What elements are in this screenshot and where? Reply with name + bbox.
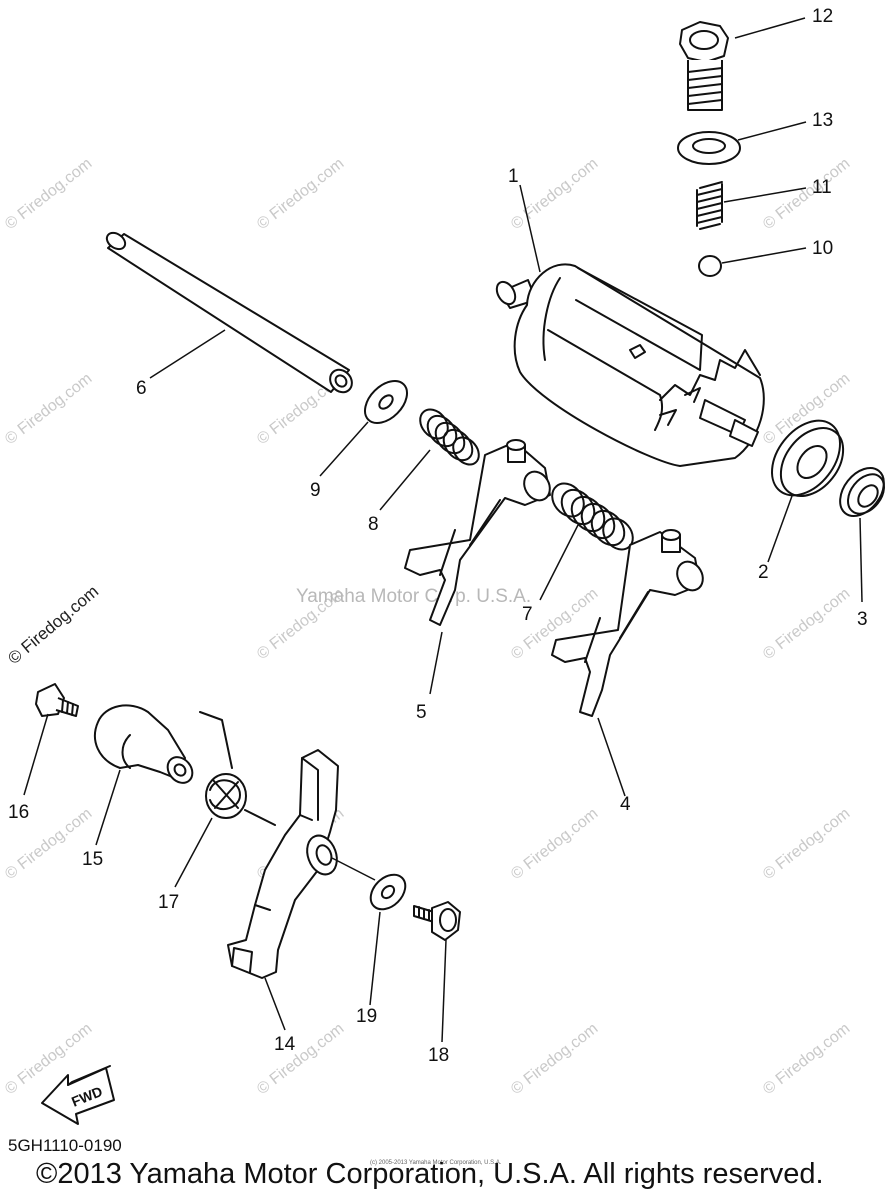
part-19-washer xyxy=(369,873,407,911)
part-12-bolt xyxy=(679,21,729,111)
part-labels: 1 2 3 4 5 6 7 8 9 10 11 12 13 14 15 16 1… xyxy=(8,6,868,1066)
part-label-1: 1 xyxy=(508,166,519,187)
watermark: © Firedog.com xyxy=(254,155,347,233)
watermark-layer: © Firedog.com © Firedog.com © Firedog.co… xyxy=(2,155,853,1098)
watermark: © Firedog.com xyxy=(760,805,853,883)
small-copyright: (c) 2005-2013 Yamaha Motor Corporation, … xyxy=(370,1160,502,1166)
part-11-spring xyxy=(696,181,723,230)
part-10-ball xyxy=(698,255,722,277)
part-18-bolt xyxy=(413,901,461,941)
watermark: © Firedog.com xyxy=(508,1020,601,1098)
part-label-2: 2 xyxy=(758,562,769,583)
center-watermark: Yamaha Motor Corp. U.S.A. xyxy=(296,586,531,607)
part-label-6: 6 xyxy=(136,378,147,399)
part-label-10: 10 xyxy=(812,238,833,259)
part-label-12: 12 xyxy=(812,6,833,27)
part-6-shift-guide-rod xyxy=(105,231,353,394)
watermark: © Firedog.com xyxy=(508,805,601,883)
part-label-17: 17 xyxy=(158,892,179,913)
watermark: © Firedog.com xyxy=(760,585,853,663)
part-1-shift-drum xyxy=(495,263,765,467)
part-2-bearing xyxy=(771,419,845,497)
leader-lines xyxy=(23,17,863,1043)
part-label-4: 4 xyxy=(620,794,631,815)
part-14-shift-lever xyxy=(227,749,339,979)
part-7-spring xyxy=(551,482,634,551)
part-label-18: 18 xyxy=(428,1045,449,1066)
part-label-9: 9 xyxy=(310,480,321,501)
watermark: © Firedog.com xyxy=(4,582,102,668)
fwd-arrow-icon: FWD xyxy=(41,1065,115,1125)
part-3-oil-seal xyxy=(839,467,885,517)
part-4-shift-fork xyxy=(551,529,704,717)
part-label-13: 13 xyxy=(812,110,833,131)
part-label-15: 15 xyxy=(82,849,103,870)
part-label-16: 16 xyxy=(8,802,29,823)
part-label-7: 7 xyxy=(522,604,533,625)
watermark: © Firedog.com xyxy=(2,155,95,233)
part-label-3: 3 xyxy=(857,609,868,630)
part-label-19: 19 xyxy=(356,1006,377,1027)
watermark: © Firedog.com xyxy=(254,1020,347,1098)
part-label-8: 8 xyxy=(368,514,379,535)
part-8-spring xyxy=(419,408,480,466)
part-5-shift-fork xyxy=(404,439,551,626)
part-label-11: 11 xyxy=(812,177,832,198)
part-label-5: 5 xyxy=(416,702,427,723)
part-label-14: 14 xyxy=(274,1034,296,1055)
watermark: © Firedog.com xyxy=(2,370,95,448)
part-15-collar xyxy=(94,704,194,784)
part-17-torsion-spring xyxy=(199,711,276,826)
part-9-washer xyxy=(364,380,408,424)
part-13-gasket xyxy=(677,131,741,165)
copyright-notice: ©2013 Yamaha Motor Corporation, U.S.A. A… xyxy=(36,1158,824,1190)
watermark: © Firedog.com xyxy=(760,1020,853,1098)
diagram-code: 5GH1110-0190 xyxy=(8,1136,122,1155)
part-16-bolt xyxy=(35,683,79,717)
